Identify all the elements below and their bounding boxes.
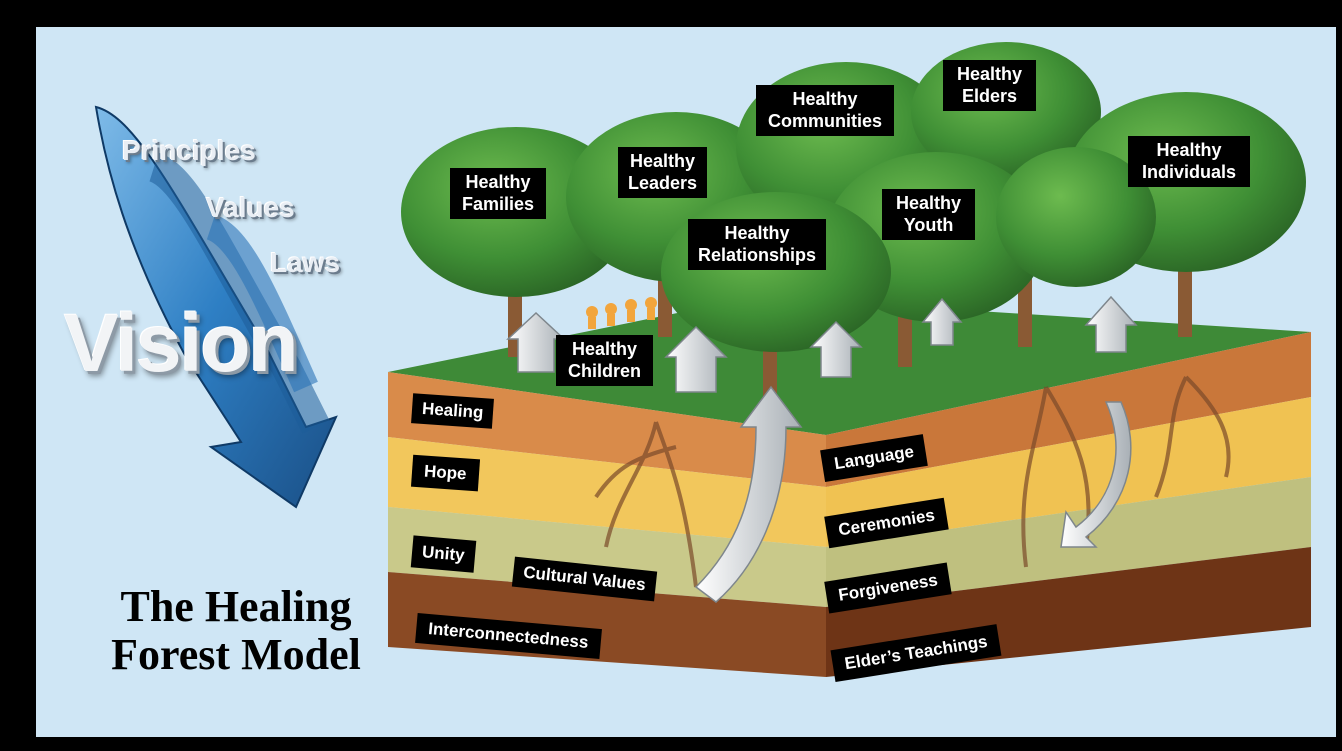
values-label: Values: [206, 192, 295, 223]
diagram-title: The Healing Forest Model: [111, 582, 361, 679]
tag-hope: Hope: [410, 454, 480, 492]
laws-label: Laws: [270, 247, 341, 278]
vision-label: Vision: [64, 298, 299, 389]
people-figures: [586, 297, 657, 329]
tag-unity: Unity: [410, 535, 476, 574]
growth-arrows: [506, 295, 1138, 393]
principles-label: Principles: [122, 135, 256, 166]
tag-healing: Healing: [411, 393, 495, 430]
vision-arrow-graphic: [94, 105, 338, 509]
cultural-flow-arrows: [694, 385, 1132, 603]
